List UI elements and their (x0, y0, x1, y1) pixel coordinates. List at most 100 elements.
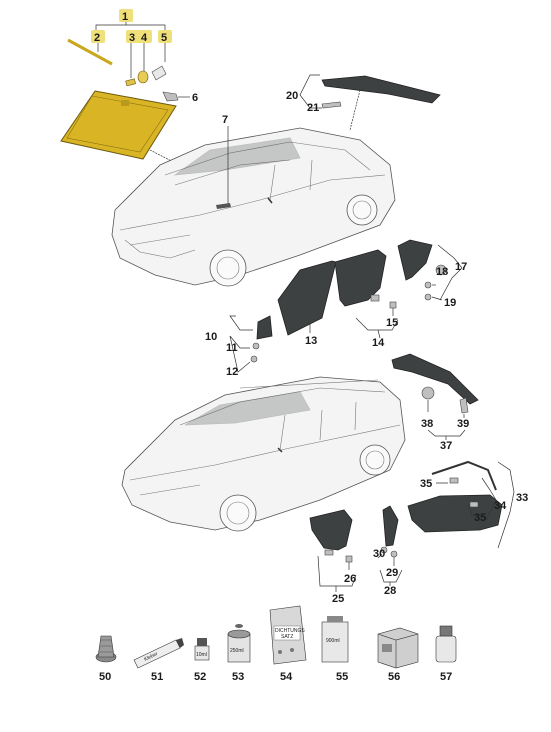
label-1: 1 (122, 11, 128, 23)
quarter-glass-front (256, 315, 273, 340)
bracket-14 (355, 317, 399, 339)
windscreen-inner-edge (66, 95, 169, 153)
part-38-seal (421, 386, 435, 400)
part-5-bracket (151, 65, 167, 81)
part-25-bracket (324, 549, 334, 556)
leaders-3-4-5 (130, 43, 166, 78)
part-26-clip (345, 555, 353, 563)
bracket-17 (437, 244, 463, 301)
label-39: 39 (457, 418, 469, 430)
windscreen-mirror-base (121, 100, 129, 106)
label-35b: 35 (474, 512, 486, 524)
label-33: 33 (516, 492, 528, 504)
part-6-mirror-base (162, 91, 179, 102)
label-21: 21 (307, 102, 319, 114)
leader-rear-window (349, 89, 361, 131)
leaders-35 (436, 482, 478, 516)
bracket-1 (95, 22, 166, 30)
label-28: 28 (384, 585, 396, 597)
part-11-clip (252, 342, 260, 350)
product-52-small-bottle: 10ml (194, 638, 210, 661)
label-52: 52 (194, 671, 206, 683)
product-50-nozzle (95, 635, 117, 663)
tube-text: Kleber (143, 651, 159, 663)
rear-side-glass-estate (407, 494, 503, 533)
label-35a: 35 (420, 478, 432, 490)
estate-car (121, 376, 406, 532)
label-2: 2 (94, 32, 100, 44)
can-text: 250ml (230, 648, 244, 654)
leaders-38-39 (427, 400, 465, 418)
rear-quarter-glass-sedan (397, 239, 433, 281)
trim-strip (67, 38, 113, 66)
label-55: 55 (336, 671, 348, 683)
highlight-box-3-4 (126, 30, 152, 43)
label-4: 4 (141, 32, 148, 44)
windscreen (60, 90, 177, 160)
label-38: 38 (421, 418, 433, 430)
rear-window-estate (391, 353, 479, 405)
part-30-clip (380, 546, 388, 554)
small-bottle-text: 10ml (196, 652, 207, 658)
bag-text-1: DICHTUNGS (275, 628, 305, 634)
brackets-33-34 (481, 461, 515, 549)
label-20: 20 (286, 90, 298, 102)
label-57: 57 (440, 671, 452, 683)
rear-door-glass-estate (309, 509, 353, 551)
label-30: 30 (373, 548, 385, 560)
label-5: 5 (161, 32, 167, 44)
part-17-seal (435, 264, 447, 276)
label-54: 54 (280, 671, 293, 683)
label-11: 11 (226, 342, 238, 354)
label-53: 53 (232, 671, 244, 683)
front-door-glass (277, 260, 337, 336)
rear-window-sedan (321, 75, 441, 104)
label-56: 56 (388, 671, 400, 683)
label-15: 15 (386, 317, 398, 329)
label-51: 51 (151, 671, 163, 683)
product-54-seal-kit-bag: DICHTUNGS SATZ (269, 605, 307, 665)
label-6: 6 (192, 92, 198, 104)
part-4-sensor (137, 70, 149, 84)
label-25: 25 (332, 593, 344, 605)
bag-text-2: SATZ (281, 634, 293, 640)
label-34: 34 (494, 500, 507, 512)
part-29-clip (390, 550, 398, 558)
leader-30 (377, 553, 383, 559)
label-7: 7 (222, 114, 228, 126)
part-39-clip (459, 397, 469, 414)
bracket-10 (229, 315, 253, 373)
bracket-28 (379, 569, 403, 586)
product-57-bottle (435, 625, 457, 663)
part-14-bracket (370, 294, 380, 302)
label-17: 17 (455, 261, 467, 273)
product-53-can: 250ml (227, 624, 251, 663)
label-10: 10 (205, 331, 217, 343)
product-55-container: 900ml (321, 616, 349, 663)
label-19: 19 (444, 297, 456, 309)
leader-windscreen-car (149, 149, 186, 169)
rear-door-quarter-estate (382, 505, 399, 547)
bracket-37 (427, 429, 466, 440)
rear-door-glass (334, 249, 387, 307)
highlight-box-2 (91, 30, 105, 43)
label-29: 29 (386, 567, 398, 579)
product-56-box (377, 627, 419, 669)
label-3: 3 (129, 32, 135, 44)
part-19-clip (424, 293, 432, 301)
highlight-box-1 (119, 9, 133, 22)
bracket-20 (299, 74, 322, 109)
part-21-clip (321, 101, 342, 109)
part-12-clip (250, 355, 258, 363)
part-35b-clip (469, 501, 479, 508)
product-51-tube: Kleber (133, 638, 184, 669)
label-14: 14 (372, 337, 385, 349)
label-37: 37 (440, 440, 452, 452)
bracket-25 (317, 555, 357, 592)
label-13: 13 (305, 335, 317, 347)
label-50: 50 (99, 671, 111, 683)
highlight-box-5 (158, 30, 172, 43)
leader-19 (431, 296, 443, 301)
